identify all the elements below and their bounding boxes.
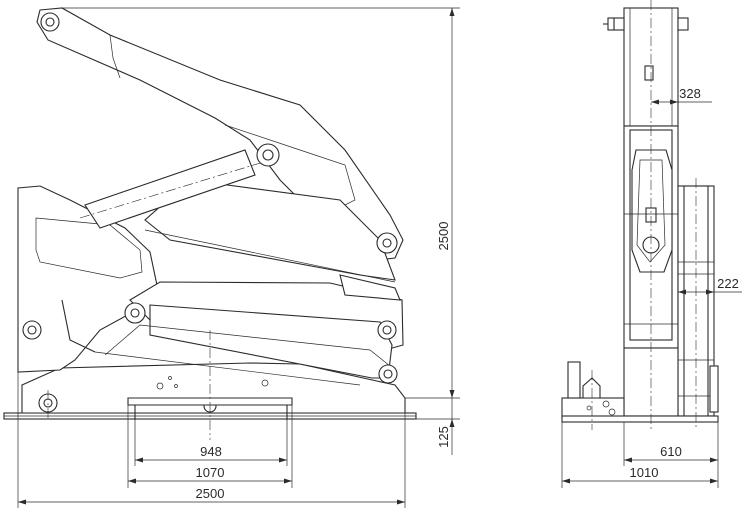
dim-label-125: 125 bbox=[436, 426, 451, 448]
dim-base-125: 125 bbox=[405, 398, 460, 455]
dim-948: 948 bbox=[134, 420, 288, 466]
dim-222: 222 bbox=[678, 276, 742, 295]
dim-1070: 1070 bbox=[127, 405, 293, 488]
upper-cylinder bbox=[79, 149, 271, 229]
dim-label-948: 948 bbox=[200, 444, 222, 459]
main-frame bbox=[17, 185, 159, 373]
front-side-column bbox=[677, 185, 719, 417]
dim-label-610: 610 bbox=[660, 444, 682, 459]
dim-label-2500-height: 2500 bbox=[436, 222, 451, 251]
upper-arm bbox=[36, 7, 404, 283]
dim-label-328: 328 bbox=[679, 86, 701, 101]
dim-1010: 1010 bbox=[561, 422, 718, 488]
front-top-post bbox=[603, 7, 689, 127]
side-view: 2500 125 948 1070 bbox=[3, 7, 460, 508]
dim-length-2500: 2500 bbox=[17, 372, 406, 508]
dim-label-1070: 1070 bbox=[196, 465, 225, 480]
pivot-pins bbox=[22, 12, 398, 413]
dim-label-1010: 1010 bbox=[630, 465, 659, 480]
dim-label-2500-length: 2500 bbox=[196, 486, 225, 501]
front-view: 328 222 610 1010 bbox=[561, 0, 742, 488]
dim-328: 328 bbox=[651, 86, 712, 108]
lower-arm bbox=[94, 274, 404, 386]
dim-label-222: 222 bbox=[717, 276, 739, 291]
dim-610: 610 bbox=[623, 422, 719, 488]
dim-height-2500: 2500 bbox=[62, 7, 460, 399]
